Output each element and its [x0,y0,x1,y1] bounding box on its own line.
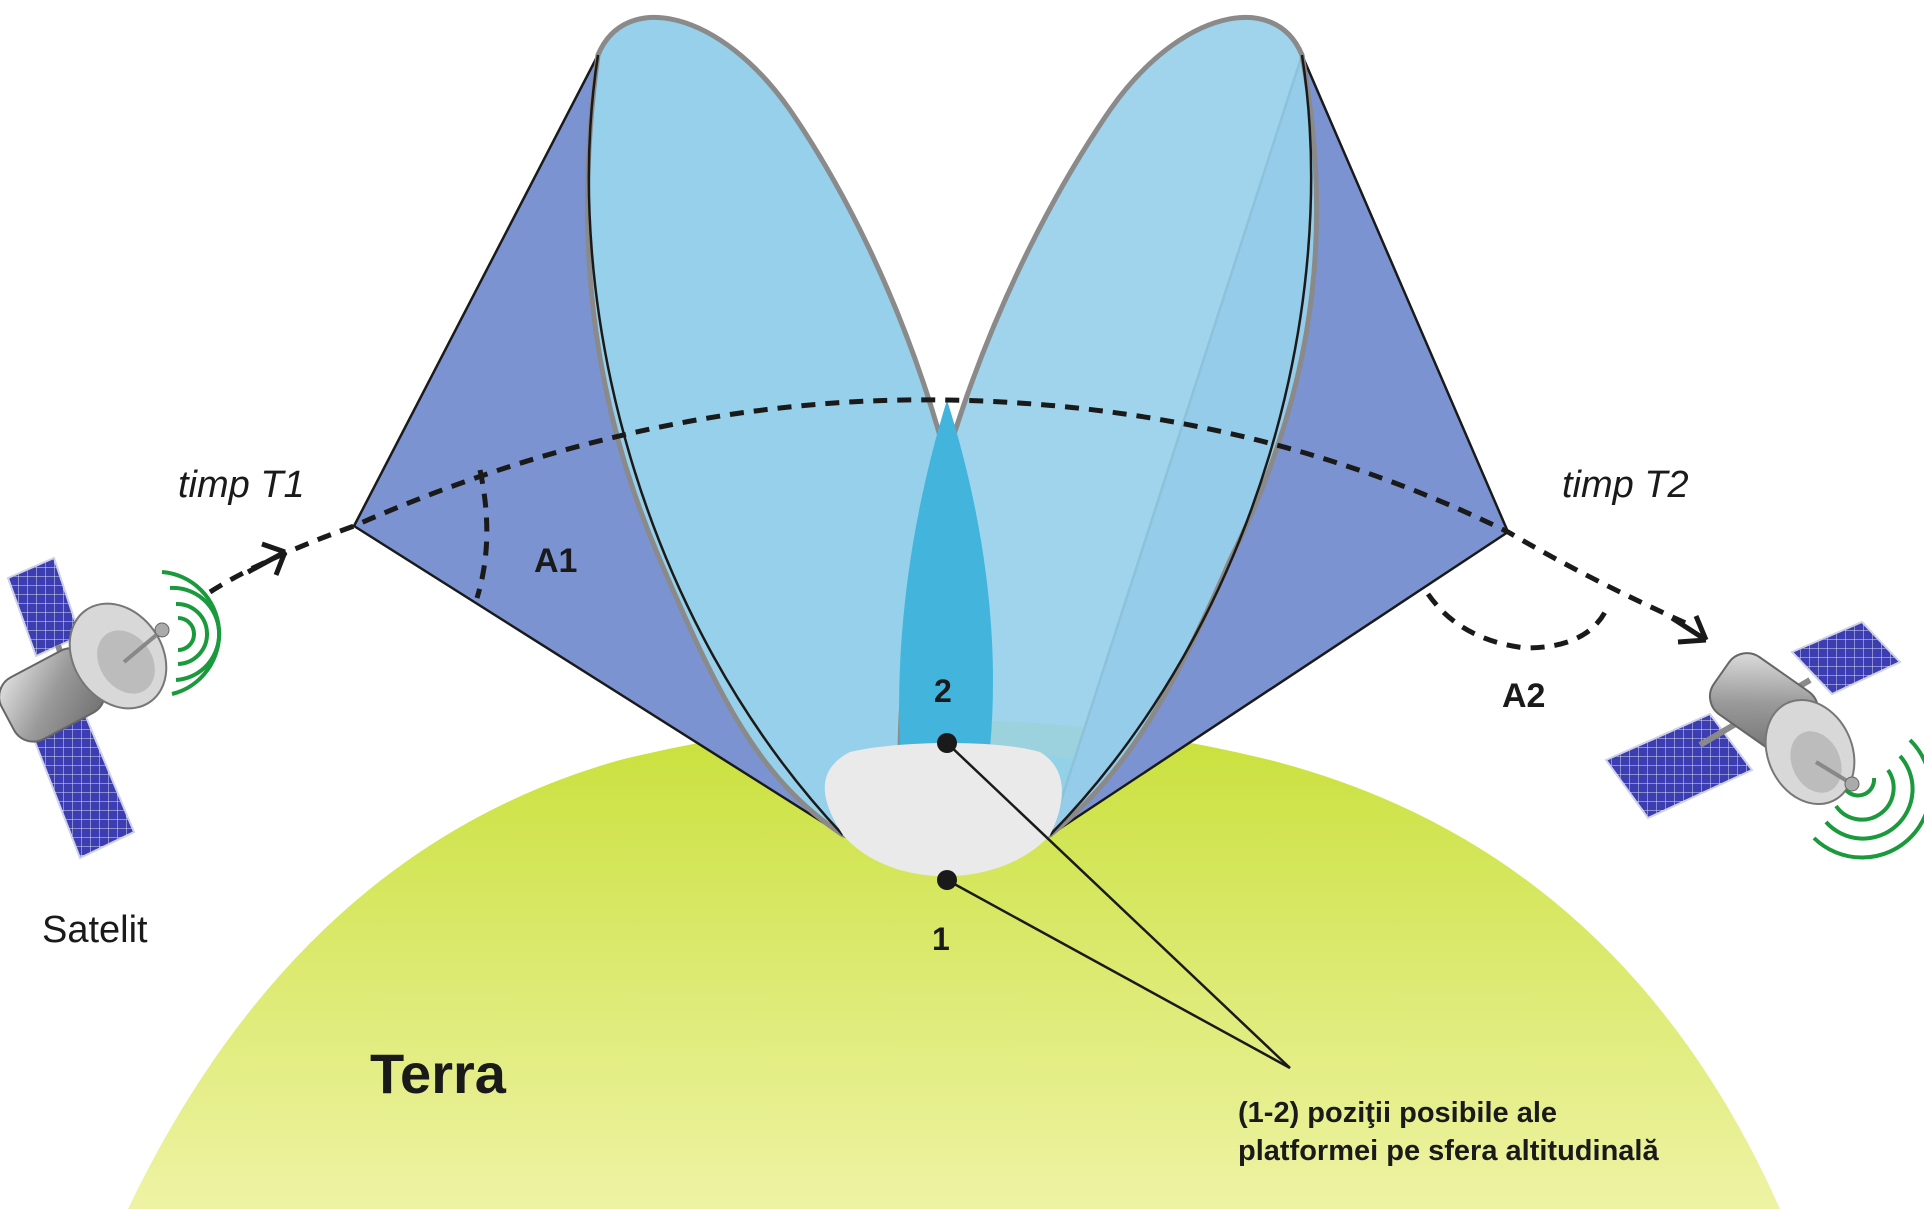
arrow-t2 [1670,615,1709,645]
arrow-t1 [246,541,288,576]
solar-panel-icon [1604,712,1754,820]
signal-waves-right-icon [1812,738,1924,860]
leader-line-2 [946,742,1291,1069]
time-t1-label: timp T1 [178,464,305,506]
time-t2-label: timp T2 [1562,464,1689,506]
angle-a2-marker [1425,592,1611,651]
left-cone-edge [587,54,844,836]
satellite-left [0,556,170,860]
solar-panel-icon [1790,620,1902,696]
angle-a2-label: A2 [1502,677,1545,715]
signal-waves-left-icon [161,570,222,696]
position-2-label: 2 [934,673,952,709]
right-cone-edge [1049,54,1313,836]
position-point-1 [937,870,957,890]
earth-label: Terra [370,1042,507,1105]
caption-line-2: platformei pe sfera altitudinală [1238,1135,1659,1167]
position-point-2 [937,733,957,753]
satellite-label: Satelit [42,909,148,951]
earth-surface [128,720,1780,1209]
leader-line-1 [946,878,1291,1070]
angle-a1-label: A1 [534,542,577,580]
caption-line-1: (1-2) poziţii posibile ale [1238,1097,1557,1129]
orbit-path [208,397,1692,628]
satellite-right [1604,620,1902,820]
platform-zone [824,743,1062,877]
overlap-zone [899,400,994,748]
position-1-label: 1 [932,921,950,957]
